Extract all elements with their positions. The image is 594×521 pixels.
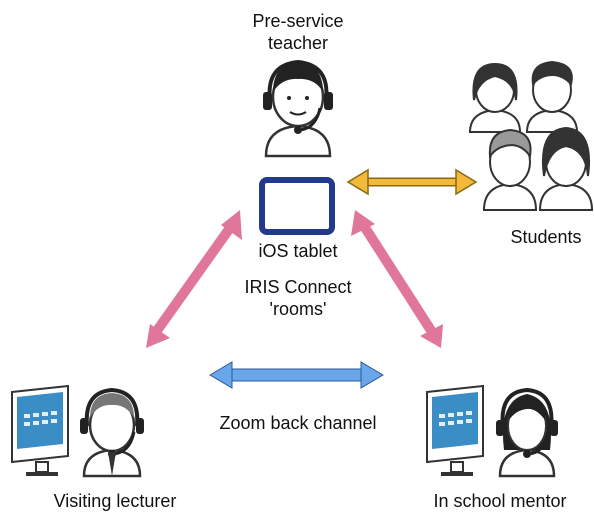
teacher-label-line1: Pre-service <box>252 11 344 31</box>
teacher-headset-icon <box>263 59 333 158</box>
mentor-desktop-monitor-icon <box>426 384 484 476</box>
lecturer-headset-icon <box>80 387 144 478</box>
lecturer-desktop-monitor-icon <box>11 384 69 476</box>
tablet-icon <box>259 177 335 235</box>
arrow-tablet-students <box>346 168 478 196</box>
iris-connect-rooms-label: IRIS Connect 'rooms' <box>228 276 368 320</box>
in-school-mentor-label: In school mentor <box>433 491 567 511</box>
arrow-tablet-mentor <box>351 210 443 348</box>
arrow-zoom-back-channel <box>209 361 384 389</box>
teacher-label-line2: teacher <box>267 33 329 53</box>
zoom-back-channel-label: Zoom back channel <box>219 413 377 433</box>
iris-connect-line2: 'rooms' <box>269 299 327 319</box>
visiting-lecturer-label: Visiting lecturer <box>53 491 177 511</box>
students-group-icon <box>468 60 594 211</box>
arrow-lecturer-tablet <box>146 210 242 348</box>
iris-connect-line1: IRIS Connect <box>244 277 352 297</box>
teacher-label: Pre-service teacher <box>238 10 358 54</box>
tablet-label: iOS tablet <box>258 241 338 261</box>
students-label: Students <box>510 227 582 247</box>
mentor-headset-icon <box>496 387 558 478</box>
